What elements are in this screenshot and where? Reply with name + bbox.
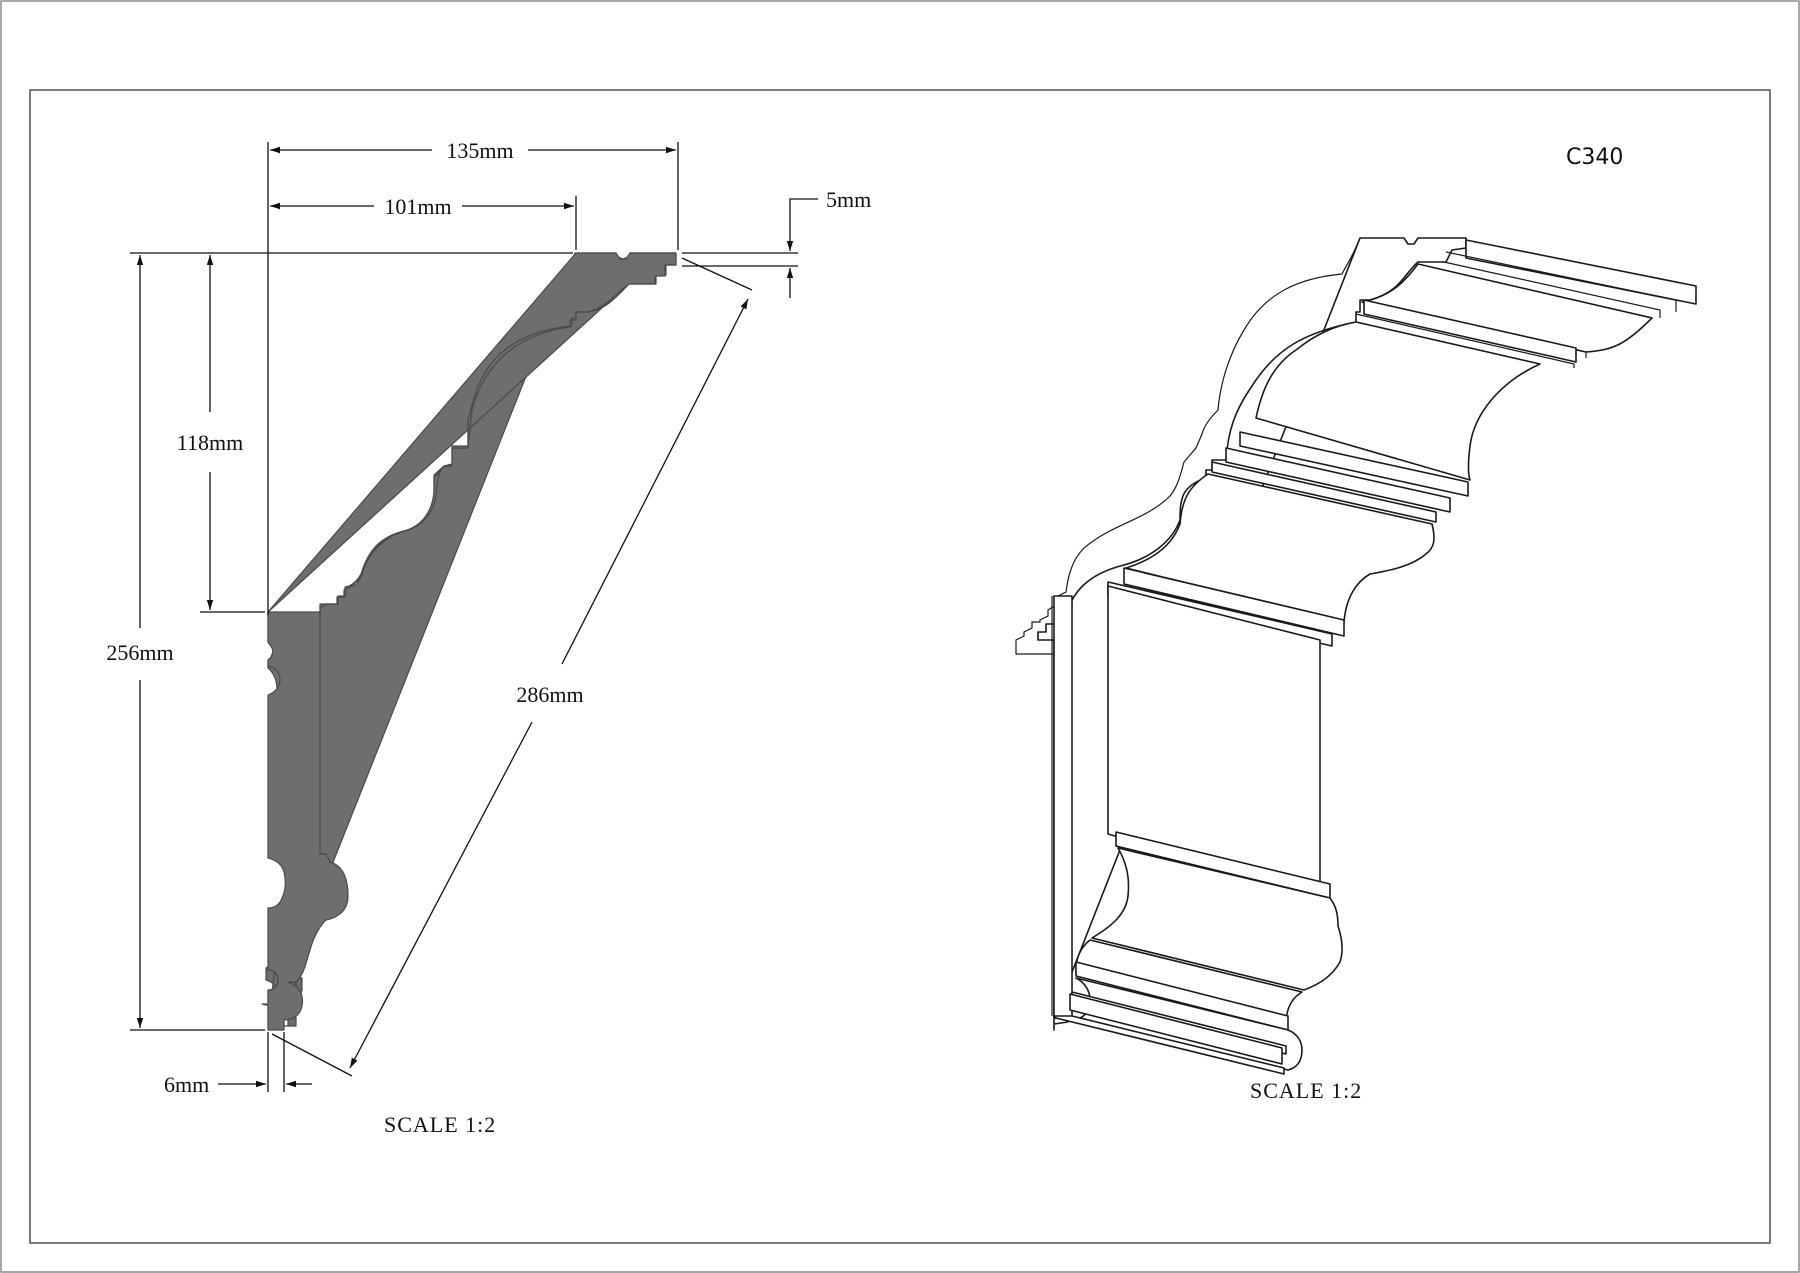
upper-cove-fillet-2 [1355,313,1575,368]
dim-label-top-return: 5mm [826,187,871,212]
profile-scale-label: SCALE 1:2 [384,1112,496,1137]
dim-line-top-return-upper [786,198,818,251]
mid-ogee-surface [1125,473,1435,623]
ext-line-face-bottom [271,1033,353,1077]
dim-label-top-depth: 101mm [384,194,451,219]
perspective-left-face [1053,595,1073,1019]
cornice-section-body [267,252,677,614]
main-cove-surface [1255,321,1541,481]
lower-torus-surface [1091,847,1343,991]
dim-line-face-top [561,298,749,665]
cornice-section-lower [267,611,349,1031]
upper-cove-fillet-band [1363,299,1577,363]
mid-fillet-band-1 [1239,431,1469,497]
dim-label-upper-height: 118mm [177,430,243,455]
perspective-view: C340 [1015,145,1697,1103]
perspective-scale-label: SCALE 1:2 [1250,1078,1362,1103]
perspective-end-profile [1015,237,1361,655]
mid-fillet-band-2 [1225,447,1451,513]
dim-label-face: 286mm [516,682,583,707]
bottom-edge-band [1069,993,1283,1065]
dim-line-face-bottom [349,721,533,1069]
lower-fillet-band-1 [1123,567,1345,637]
ext-line-face-top [681,257,753,291]
bottom-base-band [1053,1015,1285,1075]
dim-label-height: 256mm [106,640,173,665]
product-code: C340 [1566,145,1623,170]
drawing-border [29,89,1771,1244]
mid-fillet-band-3 [1211,461,1437,523]
dim-label-projection: 135mm [446,138,513,163]
top-fillet-band [1465,239,1697,305]
dim-label-bottom-return: 6mm [164,1072,209,1097]
top-fillet-step-1 [1445,251,1677,312]
top-fillet-step-2 [1443,261,1661,318]
profile-section-view: 135mm 101mm 5mm 118mm 256mm 286mm 6mm SC… [106,138,871,1137]
